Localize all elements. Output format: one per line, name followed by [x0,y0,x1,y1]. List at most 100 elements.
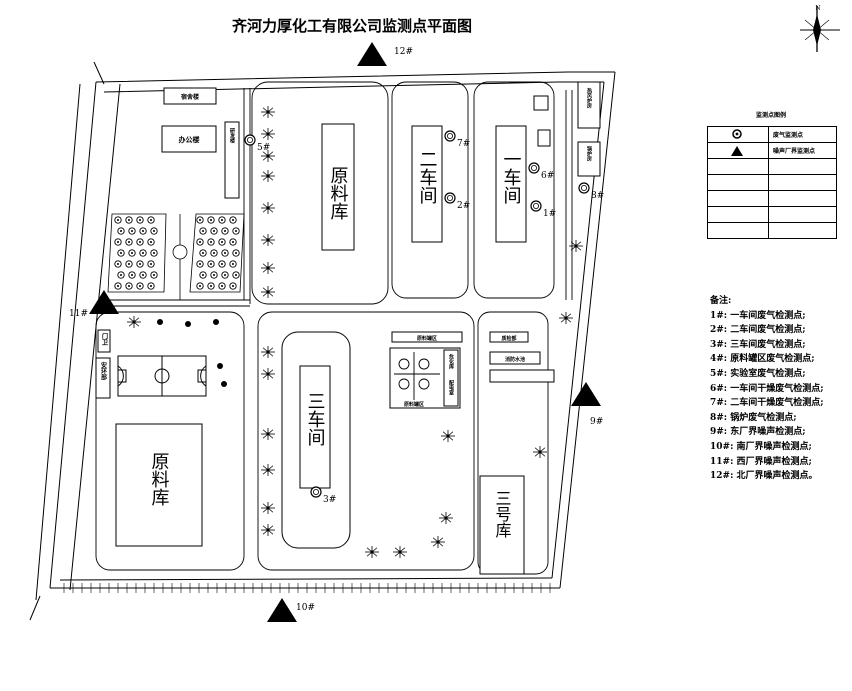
note-item: 3#: 三车间废气检测点; [710,339,806,350]
svg-text:7#: 7# [457,139,470,149]
exhaust-symbol-icon [732,129,742,139]
note-item: 12#: 北厂界噪声检测点。 [710,471,818,482]
svg-text:8#: 8# [591,191,604,201]
label-workshop-2: 二车间 [417,150,438,204]
tree-icon [127,316,141,328]
label-tank-side-2: 配电室 [448,379,454,396]
svg-text:1#: 1# [543,209,556,219]
gate-house [97,329,111,353]
tree-icon [261,170,275,182]
exhaust-point-5: 5# [244,134,270,153]
legend-title: 监测点图例 [756,111,786,119]
tree-icon [261,106,275,118]
raw-store-top [321,123,355,251]
compass-label: N [815,5,820,12]
raw-store-bottom [115,423,203,547]
label-store-3: 三号库 [493,490,512,538]
legend-noise-label: 噪声厂界监测点 [773,148,816,155]
tree-icon [439,512,453,524]
tree-icon [533,446,547,458]
legend-row-empty [708,191,836,207]
workshop-2 [411,125,443,243]
note-item: 11#: 西厂界噪声检测点; [710,456,812,467]
north-arrow-icon: N [800,5,840,52]
svg-text:6#: 6# [541,171,554,181]
exhaust-point-1: 1# [530,200,556,219]
tree-icon [365,546,379,558]
qc-building [489,331,529,343]
noise-point-9: 9# [571,382,603,427]
svg-text:11#: 11# [69,309,88,319]
pool [489,351,541,365]
tanks [394,352,440,400]
note-item: 1#: 一车间废气检测点; [710,310,806,321]
building-labels: 宿舍楼 办公楼 研发楼 原料库 二车间 一车间 三车间 原料库 三号库 热风炉房… [100,87,593,538]
label-raw-store-top: 原料库 [328,166,349,220]
note-item: 6#: 一车间干燥废气检测点; [710,383,824,394]
road-blocks [95,81,573,575]
garden-beds [107,213,245,300]
legend-row-exhaust: 废气监测点 [708,127,836,143]
label-dorm: 宿舍楼 [181,93,199,101]
note-item: 8#: 锅炉废气检测点; [710,412,797,423]
exhaust-point-2: 2# [444,192,470,211]
svg-text:2#: 2# [457,201,470,211]
security-dept [95,357,111,399]
legend-row-empty [708,175,836,191]
small-rect [489,369,555,383]
trees [127,106,583,558]
tree-icon [261,286,275,298]
noise-symbol-icon [731,146,743,156]
legend-table: 废气监测点 噪声厂界监测点 [707,126,837,239]
exhaust-points: 1# 2# 3# 5# 6# 7# 8# [244,130,604,505]
legend-row-empty [708,159,836,175]
tree-icon [261,464,275,476]
tree-icon [559,312,573,324]
south-fence-hatch [63,583,551,593]
note-item: 10#: 南厂界噪声检测点; [710,441,812,452]
label-pool: 消防水池 [505,356,525,363]
aux-box [537,129,551,147]
tree-icon [569,240,583,252]
note-item: 7#: 二车间干燥废气检测点; [710,398,824,409]
label-workshop-1: 一车间 [501,150,522,204]
tree-icon [157,319,163,325]
notes-panel: 备注: 1#: 一车间废气检测点; 2#: 二车间废气检测点; 3#: 三车间废… [710,294,824,484]
legend-row-empty [708,207,836,223]
exhaust-point-7: 7# [444,130,470,149]
svg-text:3#: 3# [323,495,336,505]
legend-exhaust-label: 废气监测点 [773,132,804,139]
note-item: 5#: 实验室废气检测点; [710,368,806,379]
label-tank-area: 原料罐区 [417,335,437,342]
label-boiler: 锅炉房 [586,145,593,162]
boiler-house [577,141,601,177]
tree-icon [261,202,275,214]
tree-icon [261,234,275,246]
tank-side [443,349,459,407]
legend-row-empty [708,223,836,238]
label-tank-area-bottom: 原料罐区 [404,401,424,408]
buildings [95,81,601,575]
svg-text:5#: 5# [257,143,270,153]
tank-area-label-box [391,331,463,343]
label-gate: 门卫 [101,332,108,346]
label-raw-store-bottom: 原料库 [149,452,170,506]
tree-icon [393,546,407,558]
tree-icon [261,368,275,380]
svg-text:12#: 12# [394,47,413,57]
legend-row-noise: 噪声厂界监测点 [708,143,836,159]
dorm-building [163,87,217,105]
hot-air-stove [577,81,601,129]
workshop-1 [495,125,527,243]
label-security: 安环部 [100,361,107,381]
tree-icon [261,524,275,536]
tree-icon [221,381,227,387]
exhaust-point-3: 3# [310,486,336,505]
tree-icon [431,536,445,548]
note-item: 4#: 原料罐区废气检测点; [710,354,815,365]
label-workshop-3: 三车间 [305,392,326,446]
tree-icon [261,262,275,274]
tree-icon [261,428,275,440]
